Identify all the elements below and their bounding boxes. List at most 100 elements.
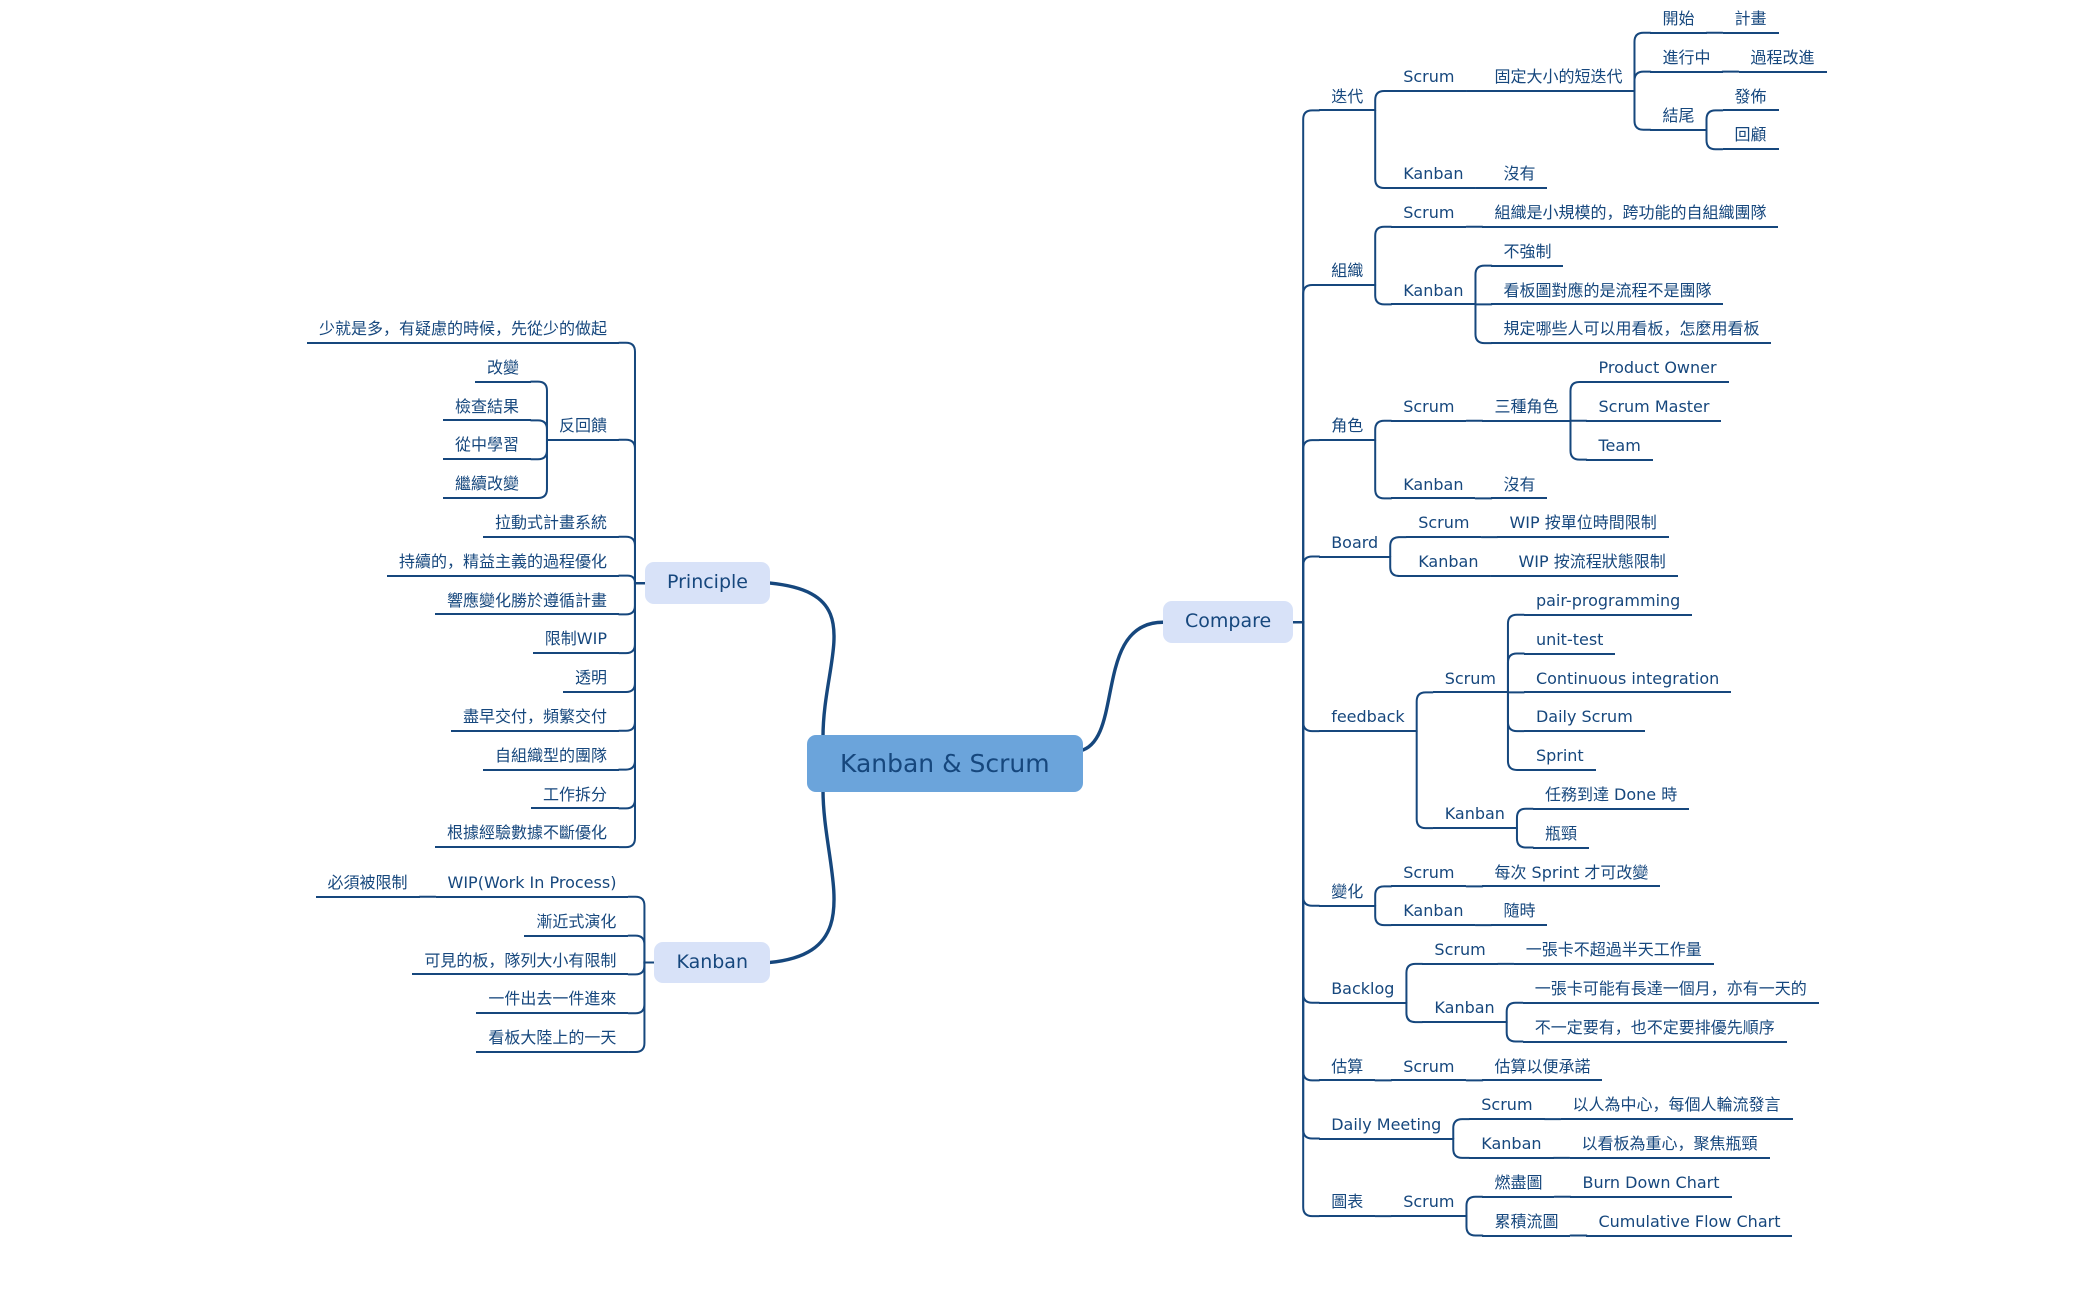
- topic-label[interactable]: 看板大陸上的一天: [476, 1027, 629, 1053]
- topic-label[interactable]: Kanban: [1391, 163, 1476, 189]
- topic-label[interactable]: 工作拆分: [530, 784, 619, 810]
- topic-label[interactable]: 盡早交付，頻繁交付: [450, 706, 619, 732]
- topic-label[interactable]: Scrum: [1432, 668, 1508, 694]
- branch-topic-principle[interactable]: Principle: [644, 562, 770, 604]
- topic-label[interactable]: 估算: [1319, 1056, 1376, 1082]
- topic-label[interactable]: 進行中: [1650, 47, 1723, 73]
- topic-label[interactable]: 根據經驗數據不斷優化: [434, 822, 619, 849]
- topic-label[interactable]: unit-test: [1523, 629, 1616, 655]
- topic-label[interactable]: 計畫: [1722, 8, 1779, 34]
- topic-label[interactable]: Kanban: [1406, 551, 1491, 577]
- branch: Scrum 一張卡不超過半天工作量: [1422, 939, 1714, 965]
- topic-label[interactable]: 不一定要有，也不定要排優先順序: [1522, 1017, 1787, 1043]
- topic-label[interactable]: 必須被限制: [315, 872, 420, 898]
- topic-label[interactable]: 結尾: [1650, 105, 1707, 131]
- topic-label[interactable]: 沒有: [1491, 474, 1548, 500]
- branch: 估算以便承諾: [1482, 1056, 1603, 1082]
- topic-label[interactable]: 角色: [1319, 415, 1376, 442]
- topic-label[interactable]: 沒有: [1491, 163, 1548, 189]
- topic-label[interactable]: Kanban: [1432, 803, 1517, 830]
- topic-label[interactable]: Scrum: [1469, 1094, 1545, 1121]
- topic-label[interactable]: Scrum: [1391, 396, 1467, 422]
- topic-label[interactable]: 以人為中心，每個人輪流發言: [1560, 1094, 1793, 1121]
- topic-label[interactable]: Product Owner: [1586, 357, 1729, 383]
- topic-label[interactable]: 自組織型的團隊: [482, 745, 619, 771]
- topic-label[interactable]: 每次 Sprint 才可改變: [1482, 862, 1661, 888]
- topic-label[interactable]: Burn Down Chart: [1570, 1172, 1732, 1198]
- topic-label[interactable]: 從中學習: [442, 434, 531, 461]
- topic-label[interactable]: Cumulative Flow Chart: [1586, 1211, 1793, 1237]
- branch: 固定大小的短迭代 開始計畫進行中過程改進結尾發佈回顧: [1482, 8, 1827, 151]
- topic-label[interactable]: pair-programming: [1523, 590, 1693, 616]
- topic-label[interactable]: Continuous integration: [1523, 668, 1732, 694]
- branch: 拉動式計畫系統: [482, 512, 619, 538]
- topic-label[interactable]: 漸近式演化: [524, 911, 629, 937]
- branch: Scrum WIP 按單位時間限制: [1406, 512, 1669, 539]
- topic-label[interactable]: 過程改進: [1738, 47, 1827, 73]
- topic-label[interactable]: Scrum: [1391, 1056, 1467, 1082]
- topic-label[interactable]: Daily Scrum: [1523, 706, 1645, 733]
- topic-label[interactable]: Daily Meeting: [1319, 1114, 1454, 1140]
- topic-label[interactable]: feedback: [1319, 706, 1417, 733]
- topic-label[interactable]: 繼續改變: [442, 473, 531, 499]
- topic-label[interactable]: 累積流圖: [1482, 1211, 1571, 1237]
- topic-label[interactable]: 燃盡圖: [1482, 1172, 1555, 1198]
- topic-label[interactable]: 任務到達 Done 時: [1532, 784, 1690, 810]
- topic-label[interactable]: 圖表: [1319, 1191, 1376, 1218]
- topic-label[interactable]: 少就是多，有疑慮的時候，先從少的做起: [306, 318, 619, 344]
- branch-topic-kanban[interactable]: Kanban: [654, 941, 770, 984]
- topic-label[interactable]: Scrum Master: [1586, 396, 1722, 422]
- topic-label[interactable]: Team: [1586, 435, 1653, 461]
- topic-label[interactable]: 拉動式計畫系統: [482, 512, 619, 538]
- topic-label[interactable]: 估算以便承諾: [1482, 1056, 1603, 1082]
- topic-label[interactable]: Scrum: [1391, 66, 1467, 92]
- topic-label[interactable]: Kanban: [1391, 280, 1476, 306]
- topic-label[interactable]: Board: [1319, 532, 1391, 558]
- topic-label[interactable]: 檢查結果: [442, 396, 531, 422]
- topic-label[interactable]: 一張卡不超過半天工作量: [1513, 939, 1714, 965]
- topic-label[interactable]: 改變: [474, 357, 531, 383]
- topic-label[interactable]: Scrum: [1391, 202, 1467, 228]
- topic-label[interactable]: Scrum: [1391, 1191, 1467, 1218]
- branch: 響應變化勝於遵循計畫: [434, 590, 619, 616]
- topic-label[interactable]: 組織是小規模的，跨功能的自組織團隊: [1482, 202, 1779, 228]
- topic-label[interactable]: Scrum: [1422, 939, 1498, 965]
- topic-label[interactable]: Scrum: [1406, 512, 1482, 539]
- topic-label[interactable]: 反回饋: [546, 415, 619, 441]
- topic-label[interactable]: 一件出去一件進來: [476, 988, 629, 1015]
- topic-label[interactable]: WIP 按單位時間限制: [1497, 512, 1669, 539]
- topic-label[interactable]: WIP 按流程狀態限制: [1506, 551, 1678, 577]
- topic-label[interactable]: Kanban: [1422, 997, 1507, 1024]
- children-group: 燃盡圖 Burn Down Chart 累積流圖 Cumulative Flow Ch…: [1466, 1172, 1793, 1237]
- topic-label[interactable]: 透明: [562, 667, 619, 693]
- topic-label[interactable]: 固定大小的短迭代: [1482, 66, 1635, 92]
- root-topic[interactable]: Kanban & Scrum: [807, 735, 1083, 792]
- topic-label[interactable]: 規定哪些人可以用看板，怎麼用看板: [1491, 318, 1772, 345]
- topic-label[interactable]: 響應變化勝於遵循計畫: [434, 590, 619, 616]
- topic-label[interactable]: Kanban: [1469, 1133, 1554, 1159]
- topic-label[interactable]: 迭代: [1319, 86, 1376, 112]
- topic-label[interactable]: 隨時: [1491, 900, 1548, 927]
- topic-label[interactable]: 瓶頸: [1532, 823, 1589, 849]
- topic-label[interactable]: 回顧: [1722, 124, 1779, 151]
- topic-label[interactable]: 一張卡可能有長達一個月，亦有一天的: [1522, 978, 1819, 1004]
- topic-label[interactable]: 以看板為重心，聚焦瓶頸: [1569, 1133, 1770, 1159]
- topic-label[interactable]: 三種角色: [1482, 396, 1571, 422]
- topic-label[interactable]: 組織: [1319, 260, 1376, 286]
- topic-label[interactable]: 看板圖對應的是流程不是團隊: [1491, 280, 1724, 306]
- branch: 一件出去一件進來: [476, 988, 629, 1015]
- topic-label[interactable]: 可見的板，隊列大小有限制: [412, 950, 629, 976]
- topic-label[interactable]: 不強制: [1491, 241, 1564, 267]
- topic-label[interactable]: 限制WIP: [532, 628, 619, 655]
- topic-label[interactable]: Sprint: [1523, 745, 1596, 771]
- topic-label[interactable]: 持續的，精益主義的過程優化: [386, 551, 619, 577]
- topic-label[interactable]: 發佈: [1722, 86, 1779, 112]
- topic-label[interactable]: Kanban: [1391, 474, 1476, 500]
- topic-label[interactable]: 開始: [1650, 8, 1707, 34]
- branch-topic-compare[interactable]: Compare: [1163, 601, 1294, 644]
- topic-label[interactable]: WIP(Work In Process): [435, 872, 629, 898]
- topic-label[interactable]: 變化: [1319, 881, 1376, 907]
- topic-label[interactable]: Backlog: [1319, 978, 1407, 1004]
- topic-label[interactable]: Scrum: [1391, 862, 1467, 888]
- topic-label[interactable]: Kanban: [1391, 900, 1476, 927]
